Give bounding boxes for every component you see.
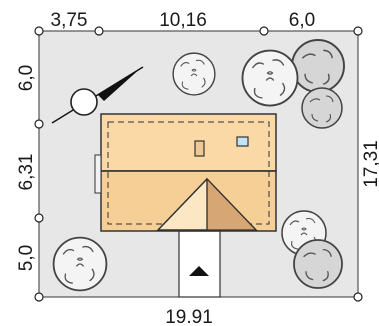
- house: [94, 113, 277, 232]
- entrance-arrow-icon: [189, 266, 209, 276]
- chimney: [194, 140, 205, 157]
- boundary-points: [34, 26, 363, 302]
- north-arrow-icon: [51, 66, 144, 124]
- dimension-left-1: 6,0: [16, 65, 37, 91]
- tree-icon: [52, 236, 108, 292]
- driveway: [178, 230, 221, 298]
- skylight: [236, 136, 249, 147]
- dimension-top-1: 3,75: [51, 10, 88, 31]
- tree-icon: [172, 52, 216, 96]
- dimension-bottom: 19.91: [165, 307, 213, 326]
- dimension-top-3: 6,0: [289, 10, 315, 31]
- dimension-top-2: 10,16: [159, 10, 207, 31]
- dimension-left-3: 5,0: [16, 245, 37, 271]
- dimension-right: 17,31: [361, 140, 379, 188]
- dimension-left-2: 6,31: [16, 154, 37, 191]
